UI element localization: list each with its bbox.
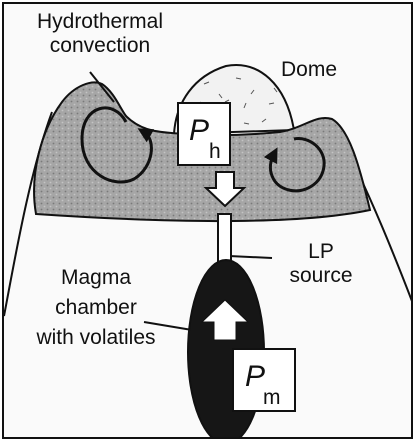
- convection-label-line-2: convection: [49, 34, 151, 57]
- magma-chamber-label-line-2: chamber: [55, 296, 137, 319]
- lp-source-leader: [228, 255, 273, 259]
- diagram-frame: Hydrothermal convection Dome LP source M…: [2, 2, 413, 439]
- dome-label: Dome: [280, 58, 338, 81]
- up-arrow-icon: [200, 299, 250, 341]
- hydrothermal-pressure-subscript: h: [209, 140, 221, 163]
- magma-leader: [143, 321, 193, 331]
- hydrothermal-pressure-box: P h: [177, 102, 231, 166]
- convection-label: Hydrothermal convection: [10, 10, 190, 58]
- down-arrow-icon: [203, 171, 247, 208]
- lp-source-label-line-1: LP: [308, 240, 334, 263]
- magma-pressure-subscript: m: [263, 386, 281, 409]
- hydrothermal-pressure-symbol: P: [189, 114, 210, 147]
- convection-loop-left: [80, 106, 155, 184]
- lp-source-label: LP source: [272, 240, 370, 288]
- convection-loop-right: [263, 137, 326, 193]
- lp-source-label-line-2: source: [289, 264, 353, 287]
- convection-leader: [89, 71, 115, 103]
- magma-chamber-label: Magma chamber with volatiles: [16, 266, 176, 350]
- magma-chamber-label-line-1: Magma: [60, 266, 132, 289]
- convection-label-line-1: Hydrothermal: [36, 10, 164, 33]
- magma-chamber-label-line-3: with volatiles: [36, 326, 156, 349]
- magma-pressure-box: P m: [232, 348, 296, 412]
- magma-pressure-symbol: P: [245, 360, 266, 393]
